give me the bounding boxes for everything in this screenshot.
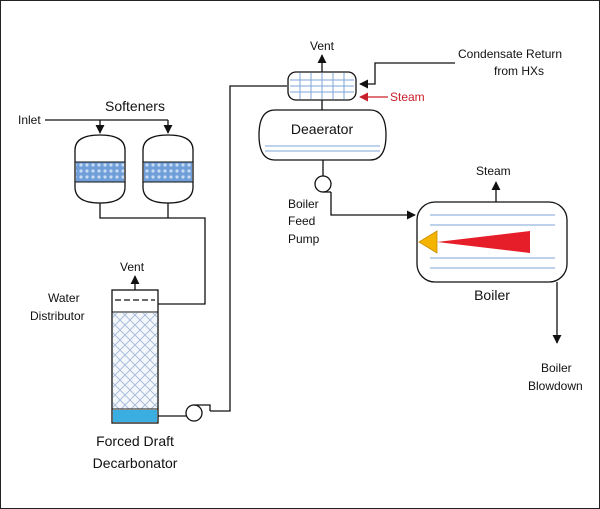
deaerator-heater-head — [287, 71, 357, 101]
blowdown-label-line1: Boiler — [541, 361, 572, 375]
condensate-return-arrow — [359, 62, 455, 89]
softener-1-resin-bed — [76, 162, 124, 182]
steam-out-label: Steam — [476, 164, 511, 178]
deaerator-vent-label: Vent — [310, 39, 335, 53]
decarbonator-column — [111, 289, 159, 424]
decarb-packing — [113, 313, 157, 409]
transfer-pump — [185, 404, 211, 422]
decarb-label-line1: Forced Draft — [96, 433, 174, 449]
deaerator-vessel — [258, 109, 387, 161]
softener-outlet-pipe — [99, 203, 206, 305]
decarb-label-line2: Decarbonator — [93, 455, 178, 471]
softener-2-resin-bed — [144, 162, 192, 182]
bfp-label-line3: Pump — [288, 232, 320, 246]
boiler-feed-pump — [314, 175, 332, 193]
boiler-vessel — [416, 201, 568, 283]
deaerator-label: Deaerator — [291, 121, 354, 137]
softener-tank-1 — [74, 134, 126, 204]
bfp-label-line2: Feed — [288, 214, 315, 228]
bfp-label-line1: Boiler — [288, 197, 319, 211]
blowdown-label-line2: Blowdown — [528, 379, 583, 393]
burner-flame-inner — [437, 231, 530, 253]
softener-tank-2 — [142, 134, 194, 204]
water-distributor-label-line1: Water — [48, 291, 80, 305]
boiler-feed-pipe — [330, 192, 416, 220]
decarb-vent-label: Vent — [120, 260, 145, 274]
boiler-label: Boiler — [474, 287, 510, 303]
decarb-water-basin — [113, 410, 157, 422]
steam-in-label: Steam — [390, 90, 425, 104]
water-distributor-label-line2: Distributor — [30, 309, 85, 323]
inlet-label: Inlet — [18, 113, 41, 127]
softeners-label: Softeners — [105, 98, 165, 114]
condensate-label-line1: Condensate Return — [458, 47, 562, 61]
condensate-label-line2: from HXs — [494, 64, 544, 78]
deaerator-feed-pipe — [210, 85, 287, 412]
